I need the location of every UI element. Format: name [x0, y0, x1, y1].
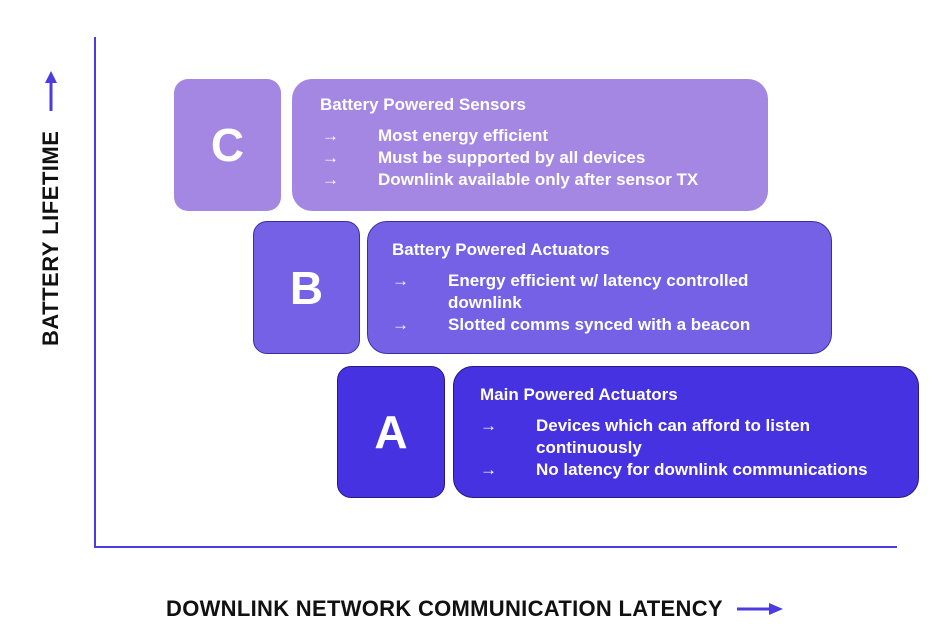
y-axis-label-container: BATTERY LIFETIME — [14, 70, 64, 360]
arrow-right-icon — [736, 603, 783, 615]
list-item: → Downlink available only after sensor T… — [320, 169, 748, 191]
y-axis-label-text: BATTERY LIFETIME — [38, 130, 63, 346]
tier-b-letter: B — [289, 261, 324, 314]
list-item: → No latency for downlink communications — [480, 459, 898, 481]
list-item: → Devices which can afford to listen con… — [480, 415, 898, 459]
list-item: → Slotted comms synced with a beacon — [392, 314, 811, 336]
tier-a-title: Main Powered Actuators — [480, 385, 678, 404]
bullet-arrow-icon: → — [322, 148, 339, 167]
x-axis-label: DOWNLINK NETWORK COMMUNICATION LATENCY — [166, 596, 783, 622]
bullet-text: Most energy efficient — [378, 126, 549, 145]
tier-b-letter-box: B — [253, 221, 360, 354]
tier-a-letter-box: A — [337, 366, 445, 498]
list-item: → Energy efficient w/ latency controlled… — [392, 270, 811, 314]
tier-c-letter: C — [210, 119, 245, 171]
bullet-text: Devices which can afford to listen conti… — [536, 416, 810, 457]
bullet-text: Downlink available only after sensor TX — [378, 170, 699, 189]
list-item: → Most energy efficient — [320, 125, 748, 147]
bullet-text: Must be supported by all devices — [378, 148, 646, 167]
y-axis-line — [94, 37, 96, 548]
tier-b-description-box: Battery Powered Actuators → Energy effic… — [367, 221, 832, 354]
bullet-arrow-icon: → — [322, 126, 339, 145]
bullet-arrow-icon: → — [392, 271, 409, 290]
bullet-text: Slotted comms synced with a beacon — [448, 315, 751, 334]
x-axis-label-text: DOWNLINK NETWORK COMMUNICATION LATENCY — [166, 596, 723, 621]
bullet-text: Energy efficient w/ latency controlled d… — [448, 271, 749, 312]
x-axis-line — [94, 546, 897, 548]
y-axis-label: BATTERY LIFETIME — [38, 70, 64, 346]
tier-c-title: Battery Powered Sensors — [320, 95, 526, 114]
arrow-up-icon — [45, 70, 57, 111]
bullet-text: No latency for downlink communications — [536, 460, 868, 479]
list-item: → Must be supported by all devices — [320, 147, 748, 169]
tier-b-title: Battery Powered Actuators — [392, 240, 610, 259]
bullet-arrow-icon: → — [480, 416, 497, 435]
bullet-arrow-icon: → — [322, 170, 339, 189]
tier-a-description-box: Main Powered Actuators → Devices which c… — [453, 366, 919, 498]
bullet-arrow-icon: → — [480, 460, 497, 479]
bullet-arrow-icon: → — [392, 315, 409, 334]
tier-c-letter-box: C — [174, 79, 281, 211]
tier-a-letter: A — [374, 406, 408, 458]
tier-c-description-box: Battery Powered Sensors → Most energy ef… — [292, 79, 768, 211]
